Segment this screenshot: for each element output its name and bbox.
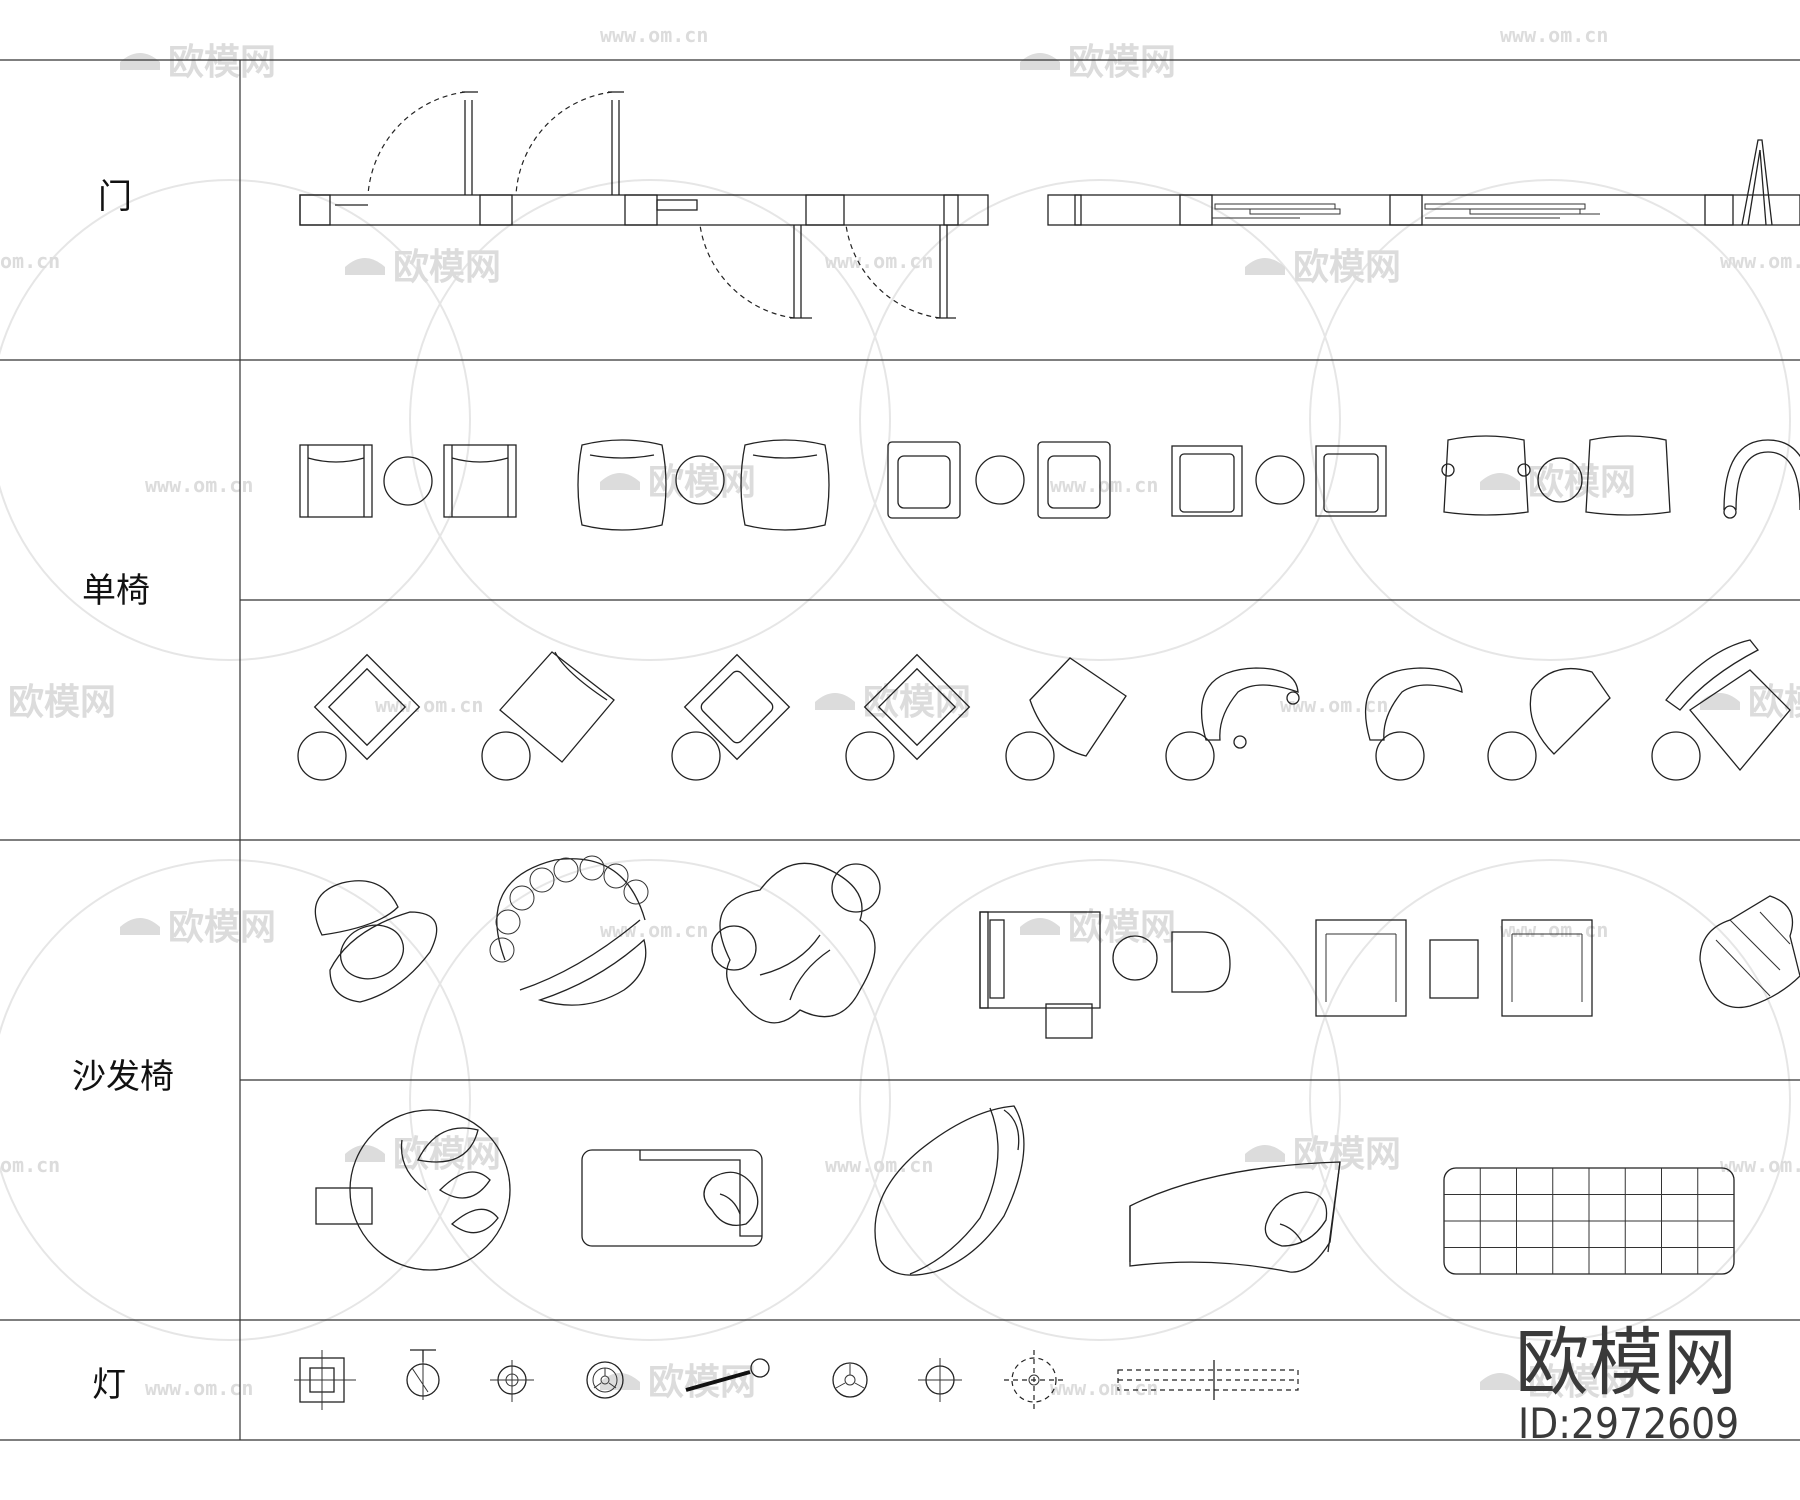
lamp-5 xyxy=(685,1358,770,1392)
lounge-chair-3 xyxy=(711,862,881,1024)
chair-set-4 xyxy=(1171,445,1387,517)
watermark-url: www.om.cn xyxy=(825,249,933,273)
angled-chair-3 xyxy=(671,653,791,781)
svg-text:欧模网: 欧模网 xyxy=(168,42,276,83)
lounge-chair-2 xyxy=(489,855,649,1006)
watermark-url: www.om.cn xyxy=(145,1376,253,1400)
watermark-url: www.om.cn xyxy=(1500,918,1608,942)
svg-text:欧模网: 欧模网 xyxy=(1293,247,1401,288)
lamp-3 xyxy=(490,1360,534,1402)
svg-text:欧模网: 欧模网 xyxy=(393,1134,501,1175)
daybed xyxy=(581,1149,763,1247)
watermark-url: www.om.cn xyxy=(1720,249,1800,273)
watermark-url: www.om.cn xyxy=(1280,693,1388,717)
table-grid xyxy=(0,59,1800,1441)
watermark-logo: 欧模网 xyxy=(1245,1134,1401,1175)
svg-text:欧模网: 欧模网 xyxy=(1748,682,1800,723)
watermark-logo: 欧模网 xyxy=(120,42,276,83)
lounge-chair-4 xyxy=(1699,895,1800,1009)
watermark-logo: 欧模网 xyxy=(1245,247,1401,288)
angled-chair-1 xyxy=(297,653,421,781)
angled-chair-2 xyxy=(481,651,615,781)
sofa-chair-row-2 xyxy=(315,1105,1735,1276)
door-wall-right xyxy=(1047,139,1800,226)
desk-chair-set xyxy=(979,911,1231,1039)
lamp-1 xyxy=(294,1350,356,1410)
svg-text:欧模网: 欧模网 xyxy=(1068,907,1176,948)
svg-text:欧模网: 欧模网 xyxy=(648,462,756,503)
round-lounge xyxy=(315,1109,511,1271)
armchair-pair xyxy=(1315,919,1593,1017)
svg-text:欧模网: 欧模网 xyxy=(648,1362,756,1403)
svg-text:欧模网: 欧模网 xyxy=(168,907,276,948)
watermark-logo: 欧模网 xyxy=(815,682,971,723)
chair-row-1 xyxy=(299,435,1800,531)
category-label-lamp: 灯 xyxy=(92,1365,126,1405)
watermark-url: www.om.cn xyxy=(1050,1376,1158,1400)
watermark-logo: 欧模网 xyxy=(600,1362,756,1403)
watermark-url: www.om.cn xyxy=(600,23,708,47)
svg-text:欧模网: 欧模网 xyxy=(1528,1362,1636,1403)
watermark-logo: 欧模网 xyxy=(1020,42,1176,83)
angled-chair-9 xyxy=(1651,639,1791,781)
svg-text:欧模网: 欧模网 xyxy=(1068,42,1176,83)
angled-chair-4 xyxy=(845,653,971,781)
svg-text:欧模网: 欧模网 xyxy=(1293,1134,1401,1175)
svg-text:欧模网: 欧模网 xyxy=(393,247,501,288)
watermark-url: www.om.cn xyxy=(1720,1153,1800,1177)
category-label-door: 门 xyxy=(98,177,132,217)
door-wall-left xyxy=(299,91,989,319)
lamp-8 xyxy=(1004,1350,1066,1412)
door-symbols xyxy=(299,91,1800,319)
chair-set-2 xyxy=(577,439,830,531)
lamp-6 xyxy=(832,1362,868,1398)
watermark-url: om.cn xyxy=(0,1153,60,1177)
watermark-logo: 欧模网 xyxy=(8,682,116,723)
watermark-logo: 欧模网 xyxy=(1480,462,1636,503)
svg-text:欧模网: 欧模网 xyxy=(863,682,971,723)
chair-set-5 xyxy=(1441,435,1671,516)
lamp-7 xyxy=(918,1358,962,1402)
lounge-chair-1 xyxy=(314,880,438,1003)
watermark-url: www.om.cn xyxy=(145,473,253,497)
chaise-lounge xyxy=(1129,1161,1341,1273)
angled-chair-5 xyxy=(1005,657,1127,781)
category-label-chair: 单椅 xyxy=(82,571,150,611)
watermark-logo: 欧模网 xyxy=(1480,1362,1636,1403)
watermark-url: www.om.cn xyxy=(825,1153,933,1177)
watermark-logo: 欧模网 xyxy=(120,907,276,948)
watermark-url: www.om.cn xyxy=(1050,473,1158,497)
brand-block: 欧模网 ID:2972609 xyxy=(1515,1320,1739,1448)
watermark-url: www.om.cn xyxy=(1500,23,1608,47)
watermark-arcs xyxy=(0,179,1791,1341)
angled-chair-8 xyxy=(1487,668,1611,781)
watermark-logo: 欧模网 xyxy=(1020,907,1176,948)
watermark-layer: 欧模网 www.om.cn 欧模网 www.om.cn om.cn 欧模网 ww… xyxy=(0,23,1800,1403)
angled-chair-7 xyxy=(1364,667,1463,781)
lamp-4 xyxy=(586,1361,624,1399)
brand-name: 欧模网 xyxy=(1515,1320,1737,1406)
watermark-logo: 欧模网 xyxy=(345,1134,501,1175)
modular-sofa-grid xyxy=(1443,1167,1735,1275)
chair-set-3 xyxy=(887,441,1111,519)
lamp-9 xyxy=(1117,1360,1299,1400)
watermark-logo: 欧模网 xyxy=(600,462,756,503)
sofa-chair-row-1 xyxy=(314,855,1800,1039)
chair-set-6 xyxy=(1723,439,1800,519)
watermark-url: om.cn xyxy=(0,249,60,273)
lamp-row xyxy=(294,1349,1299,1412)
angled-chair-6 xyxy=(1165,667,1300,781)
chair-row-2 xyxy=(297,639,1791,781)
category-label-sofa-chair: 沙发椅 xyxy=(72,1057,174,1097)
watermark-logo: 欧模网 xyxy=(345,247,501,288)
leaf-chair xyxy=(874,1105,1025,1276)
watermark-url: www.om.cn xyxy=(375,693,483,717)
chair-set-1 xyxy=(299,444,517,518)
lamp-2 xyxy=(406,1349,440,1400)
brand-id: ID:2972609 xyxy=(1518,1399,1739,1448)
svg-text:欧模网: 欧模网 xyxy=(8,682,116,723)
